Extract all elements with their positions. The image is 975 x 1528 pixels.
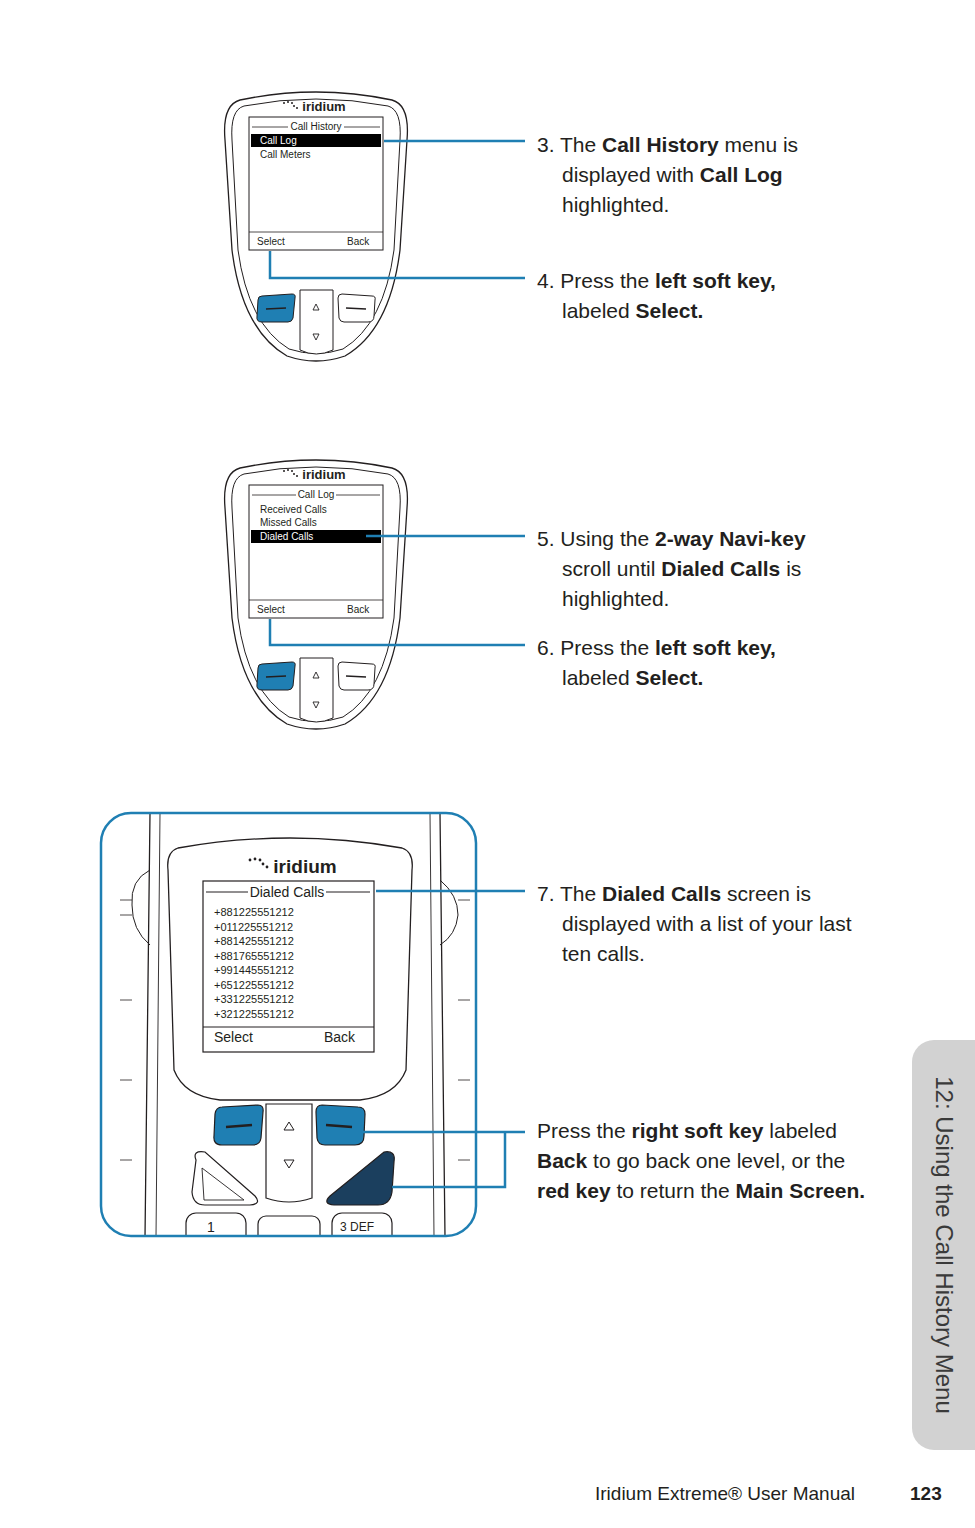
- screen-text: +321225551212: [214, 1008, 294, 1020]
- screen-text: +881425551212: [214, 935, 294, 947]
- screen-text: Back: [324, 1030, 355, 1045]
- chapter-title: 12: Using the Call History Menu: [930, 1076, 958, 1413]
- screen-text: Back: [347, 236, 369, 247]
- screen-text: 1: [207, 1220, 215, 1235]
- screen-text: Call History: [288, 121, 343, 132]
- screen-text: Select: [214, 1030, 253, 1045]
- screen-text: Select: [257, 604, 285, 615]
- callout-text: 4. Press the left soft key, labeled Sele…: [537, 266, 842, 326]
- screen-text: +011225551212: [214, 921, 293, 933]
- screen-text: +991445551212: [214, 964, 294, 976]
- screen-text: Call Meters: [260, 149, 311, 160]
- callout-text: 6. Press the left soft key, labeled Sele…: [537, 633, 842, 693]
- screen-text: +881225551212: [214, 906, 294, 918]
- screen-text: 123: [910, 1484, 942, 1505]
- screen-text: Dialed Calls: [260, 531, 313, 542]
- callout-text: 7. The Dialed Calls screen is displayed …: [537, 879, 857, 969]
- screen-text: iridium: [302, 100, 345, 114]
- chapter-tab: 12: Using the Call History Menu: [912, 1040, 975, 1450]
- screen-text: 3 DEF: [340, 1221, 374, 1234]
- screen-text: Missed Calls: [260, 517, 317, 528]
- screen-text: iridium: [302, 468, 345, 482]
- screen-text: Back: [347, 604, 369, 615]
- screen-text: Call Log: [260, 135, 297, 146]
- screen-text: Call Log: [296, 489, 337, 500]
- screen-text: Iridium Extreme® User Manual: [595, 1484, 855, 1505]
- screen-text: +881765551212: [214, 950, 294, 962]
- callout-text: Press the right soft key labeled Back to…: [537, 1116, 877, 1206]
- screen-text: +331225551212: [214, 993, 294, 1005]
- screen-text: +651225551212: [214, 979, 294, 991]
- screen-text: Dialed Calls: [248, 885, 327, 900]
- screen-text: Received Calls: [260, 504, 327, 515]
- callout-text: 3. The Call History menu is displayed wi…: [537, 130, 842, 220]
- callout-text: 5. Using the 2-way Navi-key scroll until…: [537, 524, 842, 614]
- screen-text: Select: [257, 236, 285, 247]
- screen-text: iridium: [273, 857, 336, 878]
